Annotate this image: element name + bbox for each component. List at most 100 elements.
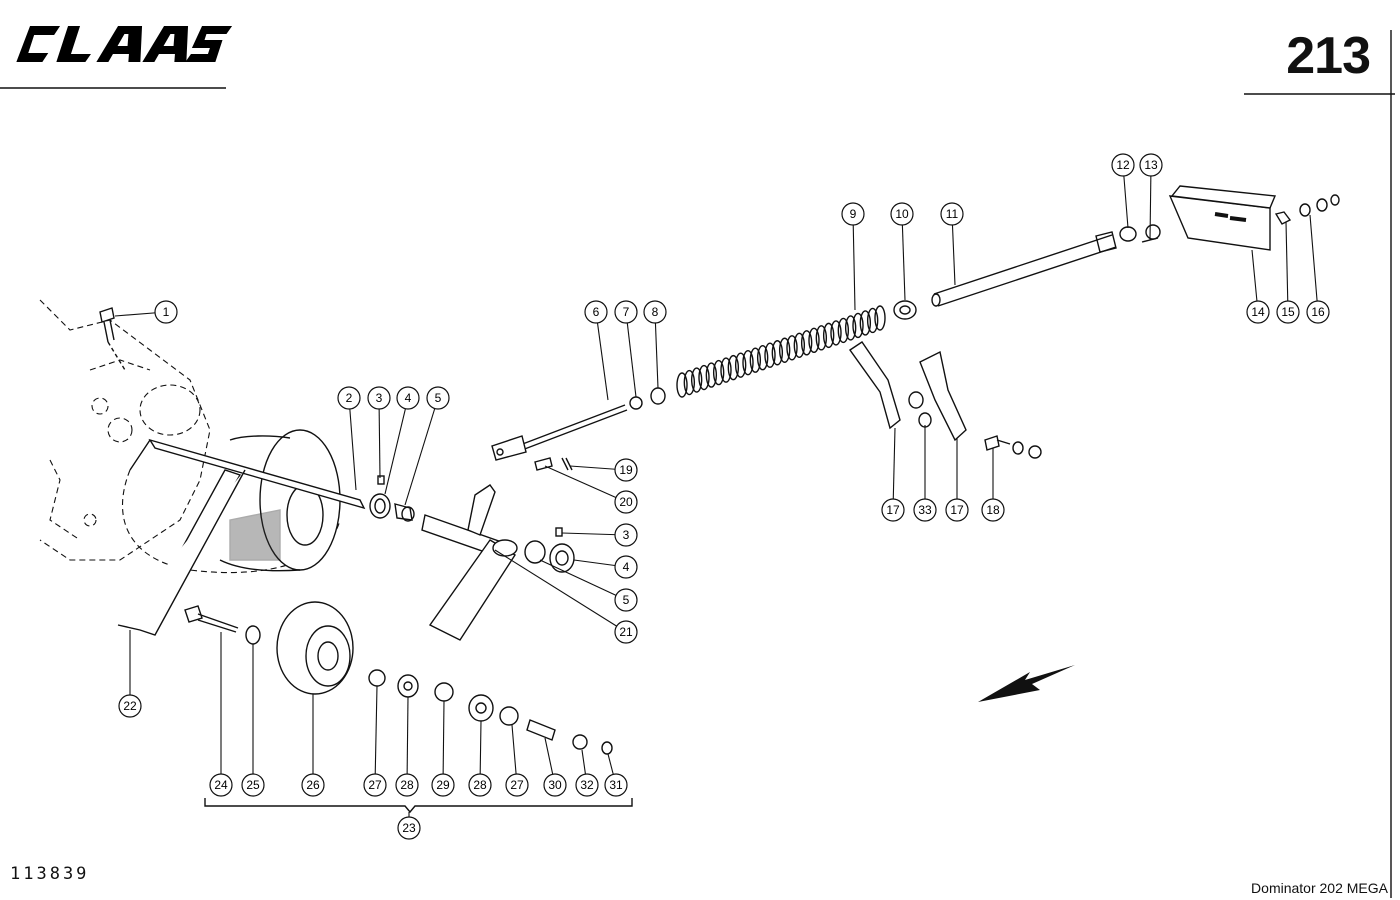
- part-callout-10[interactable]: 10: [890, 202, 914, 226]
- part-callout-24[interactable]: 24: [209, 773, 233, 797]
- part-callout-6[interactable]: 6: [584, 300, 608, 324]
- shaft-part-11: [931, 226, 1137, 307]
- callout-number: 19: [619, 463, 633, 477]
- callout-number: 3: [623, 528, 630, 542]
- part-callout-26[interactable]: 26: [301, 773, 325, 797]
- part-callout-5[interactable]: 5: [614, 588, 638, 612]
- spring-coil: [778, 337, 791, 363]
- part-callout-30[interactable]: 30: [543, 773, 567, 797]
- part-callout-12[interactable]: 12: [1111, 153, 1135, 177]
- callout-circle: [614, 523, 638, 547]
- spring-coil: [712, 359, 725, 386]
- callout-circle: [363, 773, 387, 797]
- callout-number: 4: [623, 560, 630, 574]
- leader-line: [1285, 221, 1289, 313]
- part-callout-32[interactable]: 32: [575, 773, 599, 797]
- leader-line: [384, 397, 409, 495]
- part-callout-16[interactable]: 16: [1306, 300, 1330, 324]
- callout-number: 18: [986, 503, 1000, 517]
- part-callout-4[interactable]: 4: [614, 555, 638, 579]
- callout-circle: [614, 555, 638, 579]
- part-callout-2[interactable]: 2: [337, 386, 361, 410]
- part-callout-28[interactable]: 28: [395, 773, 419, 797]
- spring-coil: [808, 327, 820, 354]
- leader-line: [654, 311, 659, 389]
- part-callout-1[interactable]: 1: [154, 300, 178, 324]
- callout-number: 15: [1281, 305, 1295, 319]
- part-callout-15[interactable]: 15: [1276, 300, 1300, 324]
- callout-circle: [1111, 153, 1135, 177]
- callout-circle: [118, 694, 142, 718]
- spring-coil: [756, 345, 769, 371]
- part-callout-28[interactable]: 28: [468, 773, 492, 797]
- part-callout-27[interactable]: 27: [363, 773, 387, 797]
- callout-number: 27: [368, 778, 382, 792]
- part-callout-18[interactable]: 18: [981, 498, 1005, 522]
- callout-number: 22: [123, 699, 137, 713]
- spacer-part-29: [434, 682, 454, 702]
- callout-circle: [1246, 300, 1270, 324]
- spring-coil: [749, 347, 762, 373]
- part-callout-25[interactable]: 25: [241, 773, 265, 797]
- drive-drum: [219, 429, 341, 572]
- callout-number: 17: [886, 503, 900, 517]
- part-callout-14[interactable]: 14: [1246, 300, 1270, 324]
- callout-number: 7: [623, 305, 630, 319]
- group-brace-23: [204, 798, 633, 814]
- drawing-number: 113839: [10, 864, 90, 884]
- spring-coil: [815, 325, 828, 351]
- part-callout-29[interactable]: 29: [431, 773, 455, 797]
- spring-coil: [866, 307, 879, 334]
- circlip-part-27-a: [368, 669, 386, 687]
- leader-line: [374, 685, 378, 786]
- washer-part-33-a: [908, 391, 924, 409]
- part-callout-3[interactable]: 3: [614, 523, 638, 547]
- callout-number: 31: [609, 778, 623, 792]
- part-callout-19[interactable]: 19: [614, 458, 638, 482]
- part-callout-11[interactable]: 11: [940, 202, 964, 226]
- part-callout-3[interactable]: 3: [367, 386, 391, 410]
- bearing-part-10: [893, 300, 917, 320]
- callout-circle: [881, 498, 905, 522]
- part-callout-17[interactable]: 17: [945, 498, 969, 522]
- callout-number: 20: [619, 495, 633, 509]
- part-callout-9[interactable]: 9: [841, 202, 865, 226]
- callout-number: 16: [1311, 305, 1325, 319]
- part-callout-7[interactable]: 7: [614, 300, 638, 324]
- bracket-part-17-right: [919, 350, 967, 442]
- callout-circle: [1306, 300, 1330, 324]
- part-callout-20[interactable]: 20: [614, 490, 638, 514]
- callout-circle: [643, 300, 667, 324]
- part-callout-27[interactable]: 27: [505, 773, 529, 797]
- part-callout-22[interactable]: 22: [118, 694, 142, 718]
- part-callout-5[interactable]: 5: [426, 386, 450, 410]
- callout-number: 32: [580, 778, 594, 792]
- spring-coil: [690, 367, 703, 393]
- callout-circle: [945, 498, 969, 522]
- arm-part-22: [117, 438, 366, 636]
- callout-number: 28: [473, 778, 487, 792]
- leader-line: [901, 213, 906, 301]
- part-callout-23[interactable]: 23: [397, 816, 421, 840]
- direction-arrow: [978, 665, 1075, 702]
- callout-number: 23: [402, 821, 416, 835]
- leader-line: [404, 397, 439, 506]
- callout-circle: [981, 498, 1005, 522]
- callout-number: 8: [652, 305, 659, 319]
- callout-circle: [209, 773, 233, 797]
- washer-part-25: [245, 625, 261, 645]
- callout-circle: [241, 773, 265, 797]
- spring-coil: [727, 354, 740, 381]
- part-callout-33[interactable]: 33: [913, 498, 937, 522]
- callout-circle: [575, 773, 599, 797]
- part-callout-17[interactable]: 17: [881, 498, 905, 522]
- part-callout-21[interactable]: 21: [614, 620, 638, 644]
- rod-part-6: [491, 404, 628, 461]
- leader-line: [892, 427, 896, 511]
- part-callout-8[interactable]: 8: [643, 300, 667, 324]
- part-callout-13[interactable]: 13: [1139, 153, 1163, 177]
- part-callout-4[interactable]: 4: [396, 386, 420, 410]
- callout-circle: [1276, 300, 1300, 324]
- part-callout-31[interactable]: 31: [604, 773, 628, 797]
- callout-circle: [367, 386, 391, 410]
